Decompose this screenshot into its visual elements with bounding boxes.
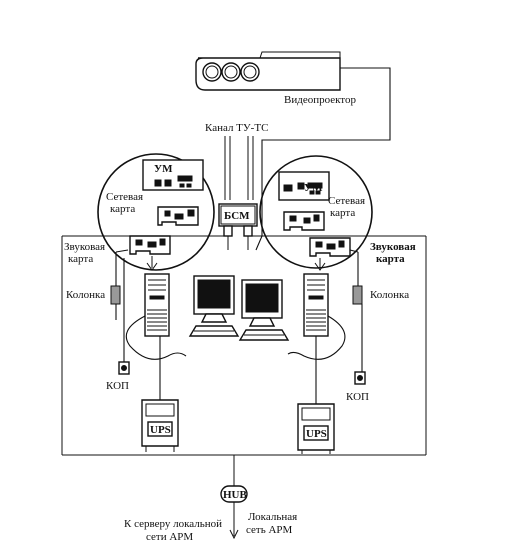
videoprojector-label: Видеопроектор bbox=[284, 94, 356, 106]
right-um-label: УМ bbox=[304, 182, 323, 194]
right-ups-label: UPS bbox=[306, 428, 327, 440]
channel-label: Канал ТУ-ТС bbox=[205, 122, 268, 134]
left-mouse-cable bbox=[125, 315, 187, 360]
to-server-label-2: сети АРМ bbox=[146, 531, 193, 543]
channel-lines bbox=[224, 136, 254, 200]
left-um-label: УМ bbox=[154, 163, 173, 175]
local-network-label-1: Локальная bbox=[248, 511, 297, 523]
right-arrow-down bbox=[314, 258, 326, 271]
left-ups-label: UPS bbox=[150, 424, 171, 436]
right-monitor bbox=[241, 279, 283, 327]
left-arrow-down bbox=[146, 256, 158, 271]
right-kop-label: КОП bbox=[346, 391, 369, 403]
right-ups bbox=[297, 336, 335, 454]
left-sound-card-label-1: Звуковая bbox=[64, 241, 105, 253]
left-computer-tower bbox=[144, 273, 170, 337]
right-network-card-label-2: карта bbox=[330, 207, 355, 219]
left-sound-card-label-2: карта bbox=[68, 253, 93, 265]
right-keyboard bbox=[238, 329, 290, 341]
projector-cable bbox=[255, 67, 391, 251]
left-keyboard bbox=[188, 325, 240, 337]
outer-frame bbox=[61, 235, 427, 456]
right-mouse-cable bbox=[287, 315, 346, 360]
left-kop bbox=[118, 258, 130, 375]
to-server-label-1: К серверу локальной bbox=[124, 518, 222, 530]
hub-label: HUB bbox=[223, 489, 248, 501]
left-ups bbox=[141, 336, 179, 452]
left-speaker-label: Колонка bbox=[66, 289, 105, 301]
right-zoom-circle bbox=[259, 155, 373, 269]
right-sound-card-label-2: карта bbox=[376, 253, 405, 265]
bsm-block bbox=[218, 203, 258, 250]
videoprojector bbox=[195, 51, 341, 91]
left-kop-label: КОП bbox=[106, 380, 129, 392]
right-speaker-label: Колонка bbox=[370, 289, 409, 301]
left-network-card-label-1: Сетевая bbox=[106, 191, 143, 203]
left-zoom-circle bbox=[97, 153, 215, 271]
bsm-label: БСМ bbox=[224, 210, 250, 222]
local-network-label-2: сеть АРМ bbox=[246, 524, 293, 536]
right-speaker bbox=[349, 249, 363, 305]
right-sound-card-label-1: Звуковая bbox=[370, 241, 416, 253]
hub-connection bbox=[220, 455, 248, 540]
right-computer-tower bbox=[303, 273, 329, 337]
left-network-card-label-2: карта bbox=[110, 203, 135, 215]
right-network-card-label-1: Сетевая bbox=[328, 195, 365, 207]
right-kop bbox=[354, 304, 366, 385]
left-monitor bbox=[193, 275, 235, 323]
left-speaker bbox=[110, 249, 129, 320]
